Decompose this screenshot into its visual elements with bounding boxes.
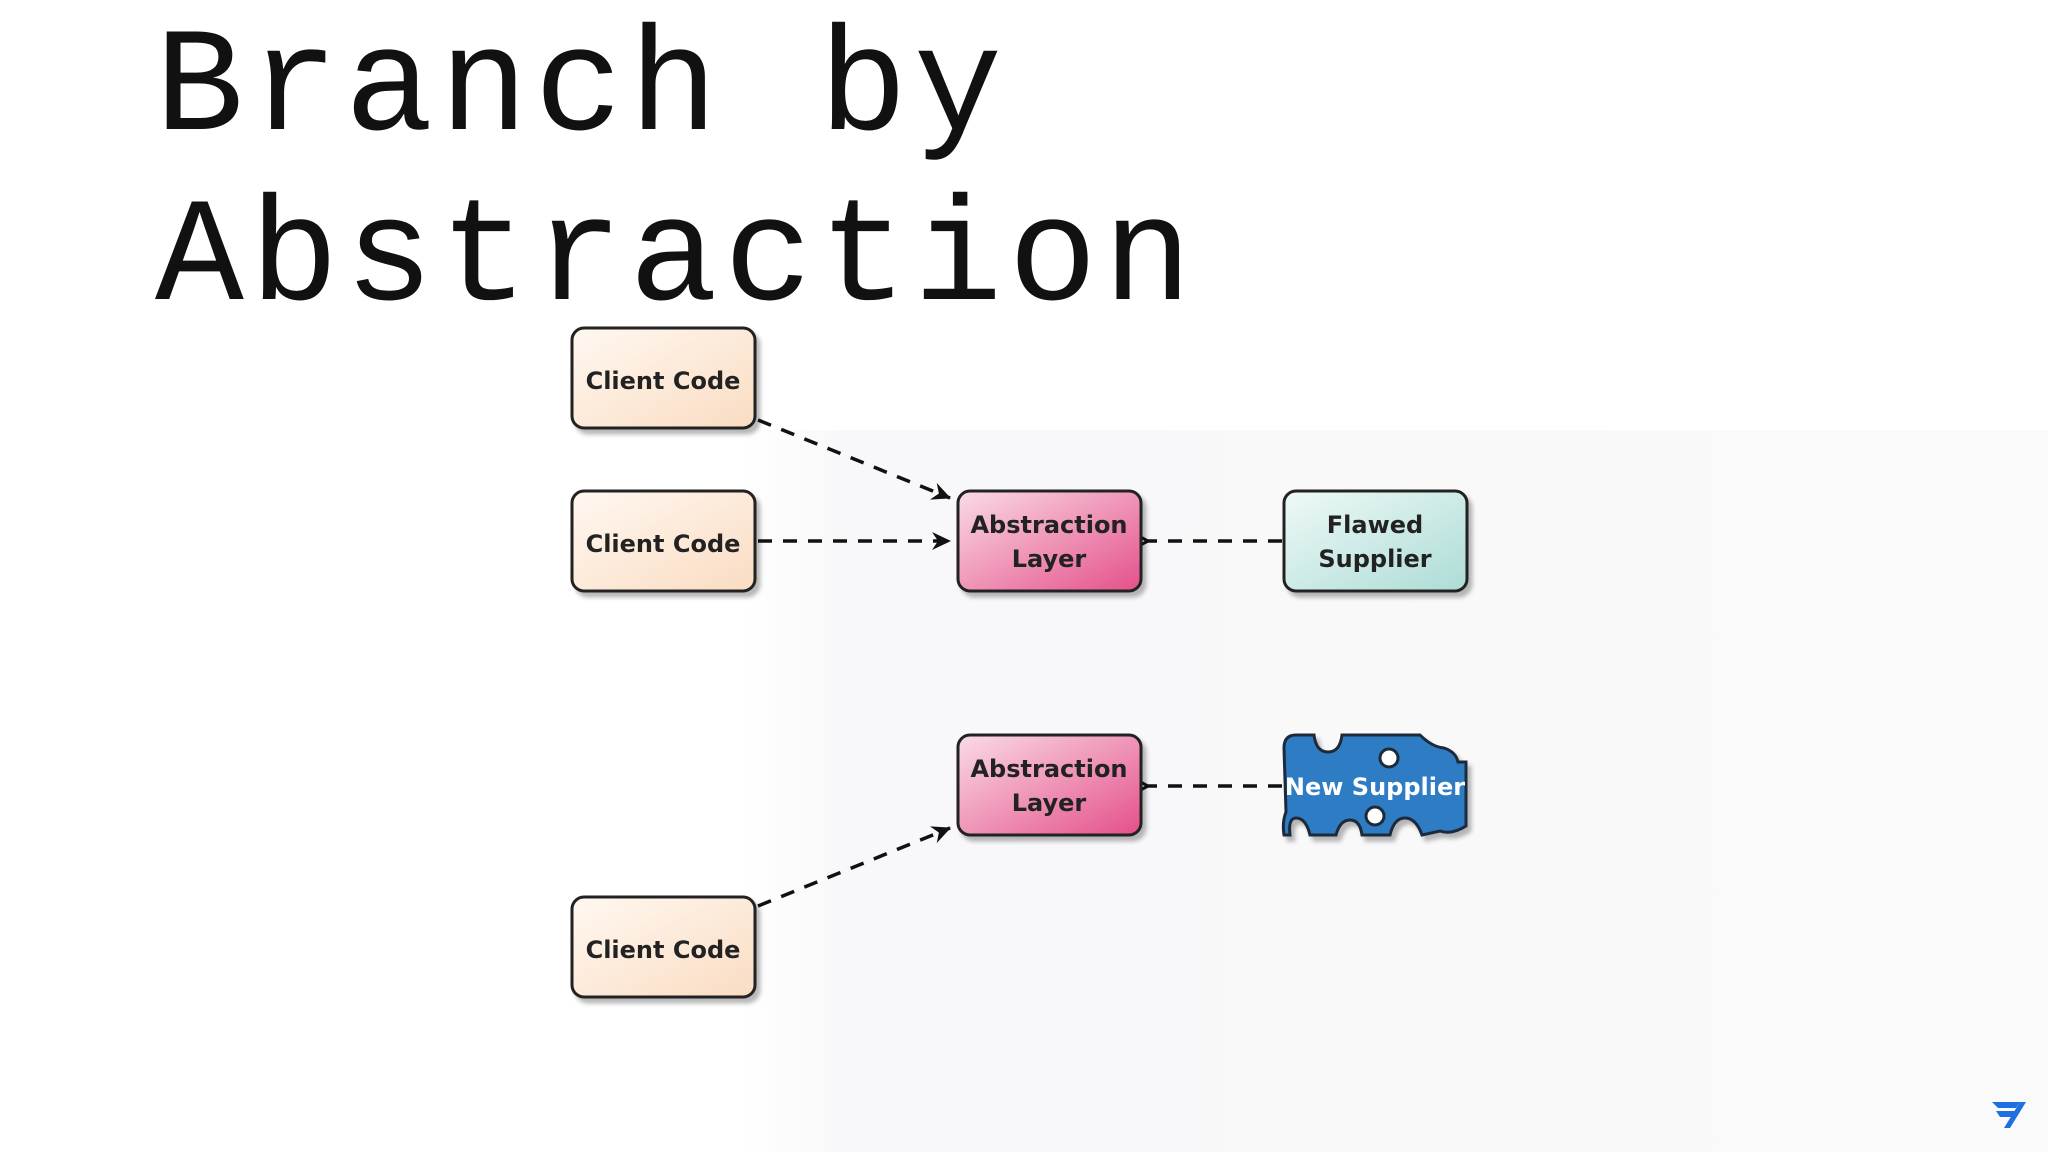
abstraction-layer-1-line-1: Abstraction — [970, 511, 1127, 539]
flawed-supplier-line-2: Supplier — [1318, 545, 1431, 573]
abstraction-layer-2-line-2: Layer — [1012, 789, 1087, 817]
new-supplier-node: New Supplier — [1281, 733, 1468, 837]
client-code-node-3: Client Code — [570, 895, 757, 999]
abstraction-layer-1-line-2: Layer — [1012, 545, 1087, 573]
flawed-supplier-node: Flawed Supplier — [1282, 489, 1469, 593]
client-code-label-2: Client Code — [586, 530, 741, 558]
edge-client3-to-abstraction2 — [757, 826, 951, 908]
page-title: Branch by Abstraction — [155, 6, 1198, 346]
flawed-supplier-line-1: Flawed — [1327, 511, 1423, 539]
abstraction-layer-node-1: Abstraction Layer — [956, 489, 1143, 593]
abstraction-layer-node-2: Abstraction Layer — [956, 733, 1143, 837]
new-supplier-label: New Supplier — [1285, 773, 1465, 801]
client-code-label-3: Client Code — [586, 936, 741, 964]
puzzle-piece-shape — [1281, 733, 1468, 837]
puzzle-hole-bottom — [1364, 805, 1386, 827]
edges — [757, 418, 1282, 908]
brand-logo-icon — [1992, 1102, 2026, 1128]
client-code-node-2: Client Code — [570, 489, 757, 593]
title-line-1: Branch by — [155, 7, 1009, 174]
client-code-node-1: Client Code — [570, 326, 757, 430]
edge-client1-to-abstraction1 — [757, 418, 951, 500]
puzzle-hole-top — [1378, 747, 1400, 769]
title-line-2: Abstraction — [155, 177, 1198, 344]
client-code-label-1: Client Code — [586, 367, 741, 395]
abstraction-layer-2-line-1: Abstraction — [970, 755, 1127, 783]
